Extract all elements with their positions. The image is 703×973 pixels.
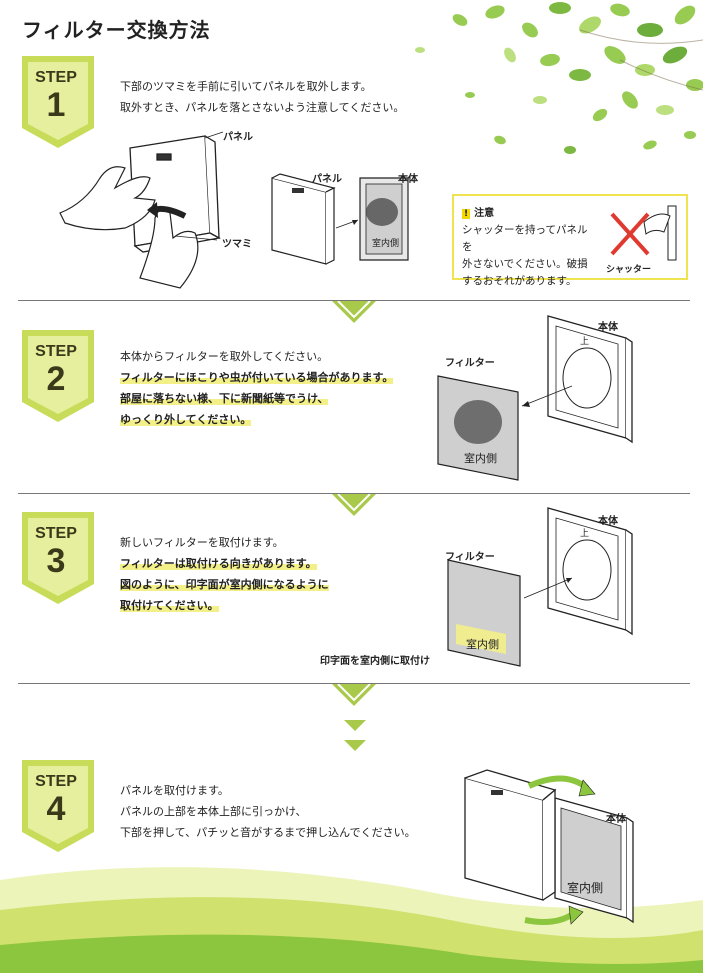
- separator-2: [18, 493, 690, 494]
- step-1-label: STEP: [35, 69, 77, 86]
- step-2-text: 本体からフィルターを取外してください。 フィルターにほこりや虫が付いている場合が…: [120, 346, 450, 430]
- step-2-line-3: 部屋に落ちない様、下に新聞紙等でうけ、: [120, 392, 329, 405]
- step-3-text: 新しいフィルターを取付けます。 フィルターは取付ける向きがあります。 図のように…: [120, 532, 450, 616]
- step-3-line-4: 取付けてください。: [120, 599, 219, 612]
- step-2-line-4: ゆっくり外してください。: [120, 413, 252, 426]
- step-4-badge: STEP 4: [18, 760, 98, 852]
- small-down-arrow-icon: [344, 720, 366, 731]
- down-arrow-icon: [332, 684, 376, 706]
- step-1-panel-label-b: パネル: [312, 174, 342, 185]
- step-2-line-2: フィルターにほこりや虫が付いている場合があります。: [120, 371, 394, 384]
- down-arrow-icon: [332, 301, 376, 323]
- shutter-cross-illustration: [610, 205, 677, 261]
- step-4-label: STEP: [35, 773, 77, 790]
- step-2-label: STEP: [35, 343, 77, 360]
- step-2-up-text: 上: [580, 336, 589, 347]
- down-arrow-icon: [332, 494, 376, 516]
- step-1-body-label: 本体: [398, 174, 418, 185]
- caution-line-2: 外さないでください。破損: [462, 258, 588, 270]
- step-4-line-3: 下部を押して、パチッと音がするまで押し込んでください。: [120, 826, 416, 839]
- step-3-number: 3: [46, 542, 66, 580]
- step-4-number: 4: [46, 790, 66, 828]
- step-1-hands-illustration: [59, 131, 224, 289]
- caution-line-1: シャッターを持ってパネルを: [462, 224, 588, 253]
- step-1-number: 1: [46, 86, 66, 124]
- step-1-room-side-text: 室内側: [372, 237, 399, 249]
- step-1-text: 下部のツマミを手前に引いてパネルを取外します。 取外すとき、パネルを落とさないよ…: [120, 76, 450, 118]
- step-2-line-1: 本体からフィルターを取外してください。: [120, 350, 329, 363]
- step-3-print-side-label: 印字面を室内側に取付け: [320, 656, 430, 667]
- leaves-decoration: [415, 2, 703, 154]
- step-1-badge: STEP 1: [18, 56, 98, 148]
- step-1-line-1: 下部のツマミを手前に引いてパネルを取外します。: [120, 80, 372, 93]
- step-4-line-1: パネルを取付けます。: [120, 784, 229, 797]
- page-title: フィルター交換方法: [22, 18, 211, 42]
- step-2-room-side-text: 室内側: [464, 451, 497, 465]
- step-2-illustration: 上 室内側: [437, 315, 633, 481]
- step-3-line-2: フィルターは取付ける向きがあります。: [120, 557, 317, 570]
- step-3-line-3: 図のように、印字面が室内側になるように: [120, 578, 329, 591]
- step-3-room-side-text: 室内側: [466, 637, 499, 651]
- step-3-up-text: 上: [580, 528, 589, 539]
- step-2-number: 2: [46, 360, 66, 398]
- step-3-label: STEP: [35, 525, 77, 542]
- warning-icon: !: [462, 209, 471, 219]
- separator-1: [18, 300, 690, 301]
- step-4-room-side-text: 室内側: [567, 880, 603, 895]
- caution-body: シャッターを持ってパネルを 外さないでください。破損 するおそれがあります。: [462, 222, 592, 290]
- caution-line-3: するおそれがあります。: [462, 275, 577, 287]
- step-1-knob-label: ツマミ: [222, 239, 252, 250]
- bottom-wave-decoration: [0, 867, 703, 973]
- step-2-badge: STEP 2: [18, 330, 98, 422]
- step-3-illustration: 上 室内側: [447, 507, 633, 667]
- step-2-filter-label: フィルター: [445, 358, 495, 369]
- caution-title: 注意: [474, 208, 495, 219]
- step-1-panel-label: パネル: [223, 132, 253, 143]
- step-4-body-label: 本体: [606, 814, 626, 825]
- step-3-body-label: 本体: [598, 516, 618, 527]
- step-1-panel-body-illustration: 室内側: [271, 173, 409, 265]
- shutter-label: シャッター: [606, 265, 652, 275]
- step-1-line-2: 取外すとき、パネルを落とさないよう注意してください。: [120, 101, 405, 114]
- caution-box: !注意 シャッターを持ってパネルを 外さないでください。破損 するおそれがありま…: [452, 194, 688, 287]
- step-4-line-2: パネルの上部を本体上部に引っかけ、: [120, 805, 307, 818]
- step-4-illustration: 室内側: [464, 769, 634, 925]
- separator-3: [18, 683, 690, 684]
- step-2-body-label: 本体: [598, 322, 618, 333]
- step-3-line-1: 新しいフィルターを取付けます。: [120, 536, 284, 549]
- step-3-filter-label: フィルター: [445, 552, 495, 563]
- small-down-arrow-icon: [344, 740, 366, 751]
- step-3-badge: STEP 3: [18, 512, 98, 604]
- caution-head: !注意: [462, 204, 494, 219]
- step-4-text: パネルを取付けます。 パネルの上部を本体上部に引っかけ、 下部を押して、パチッと…: [120, 780, 460, 843]
